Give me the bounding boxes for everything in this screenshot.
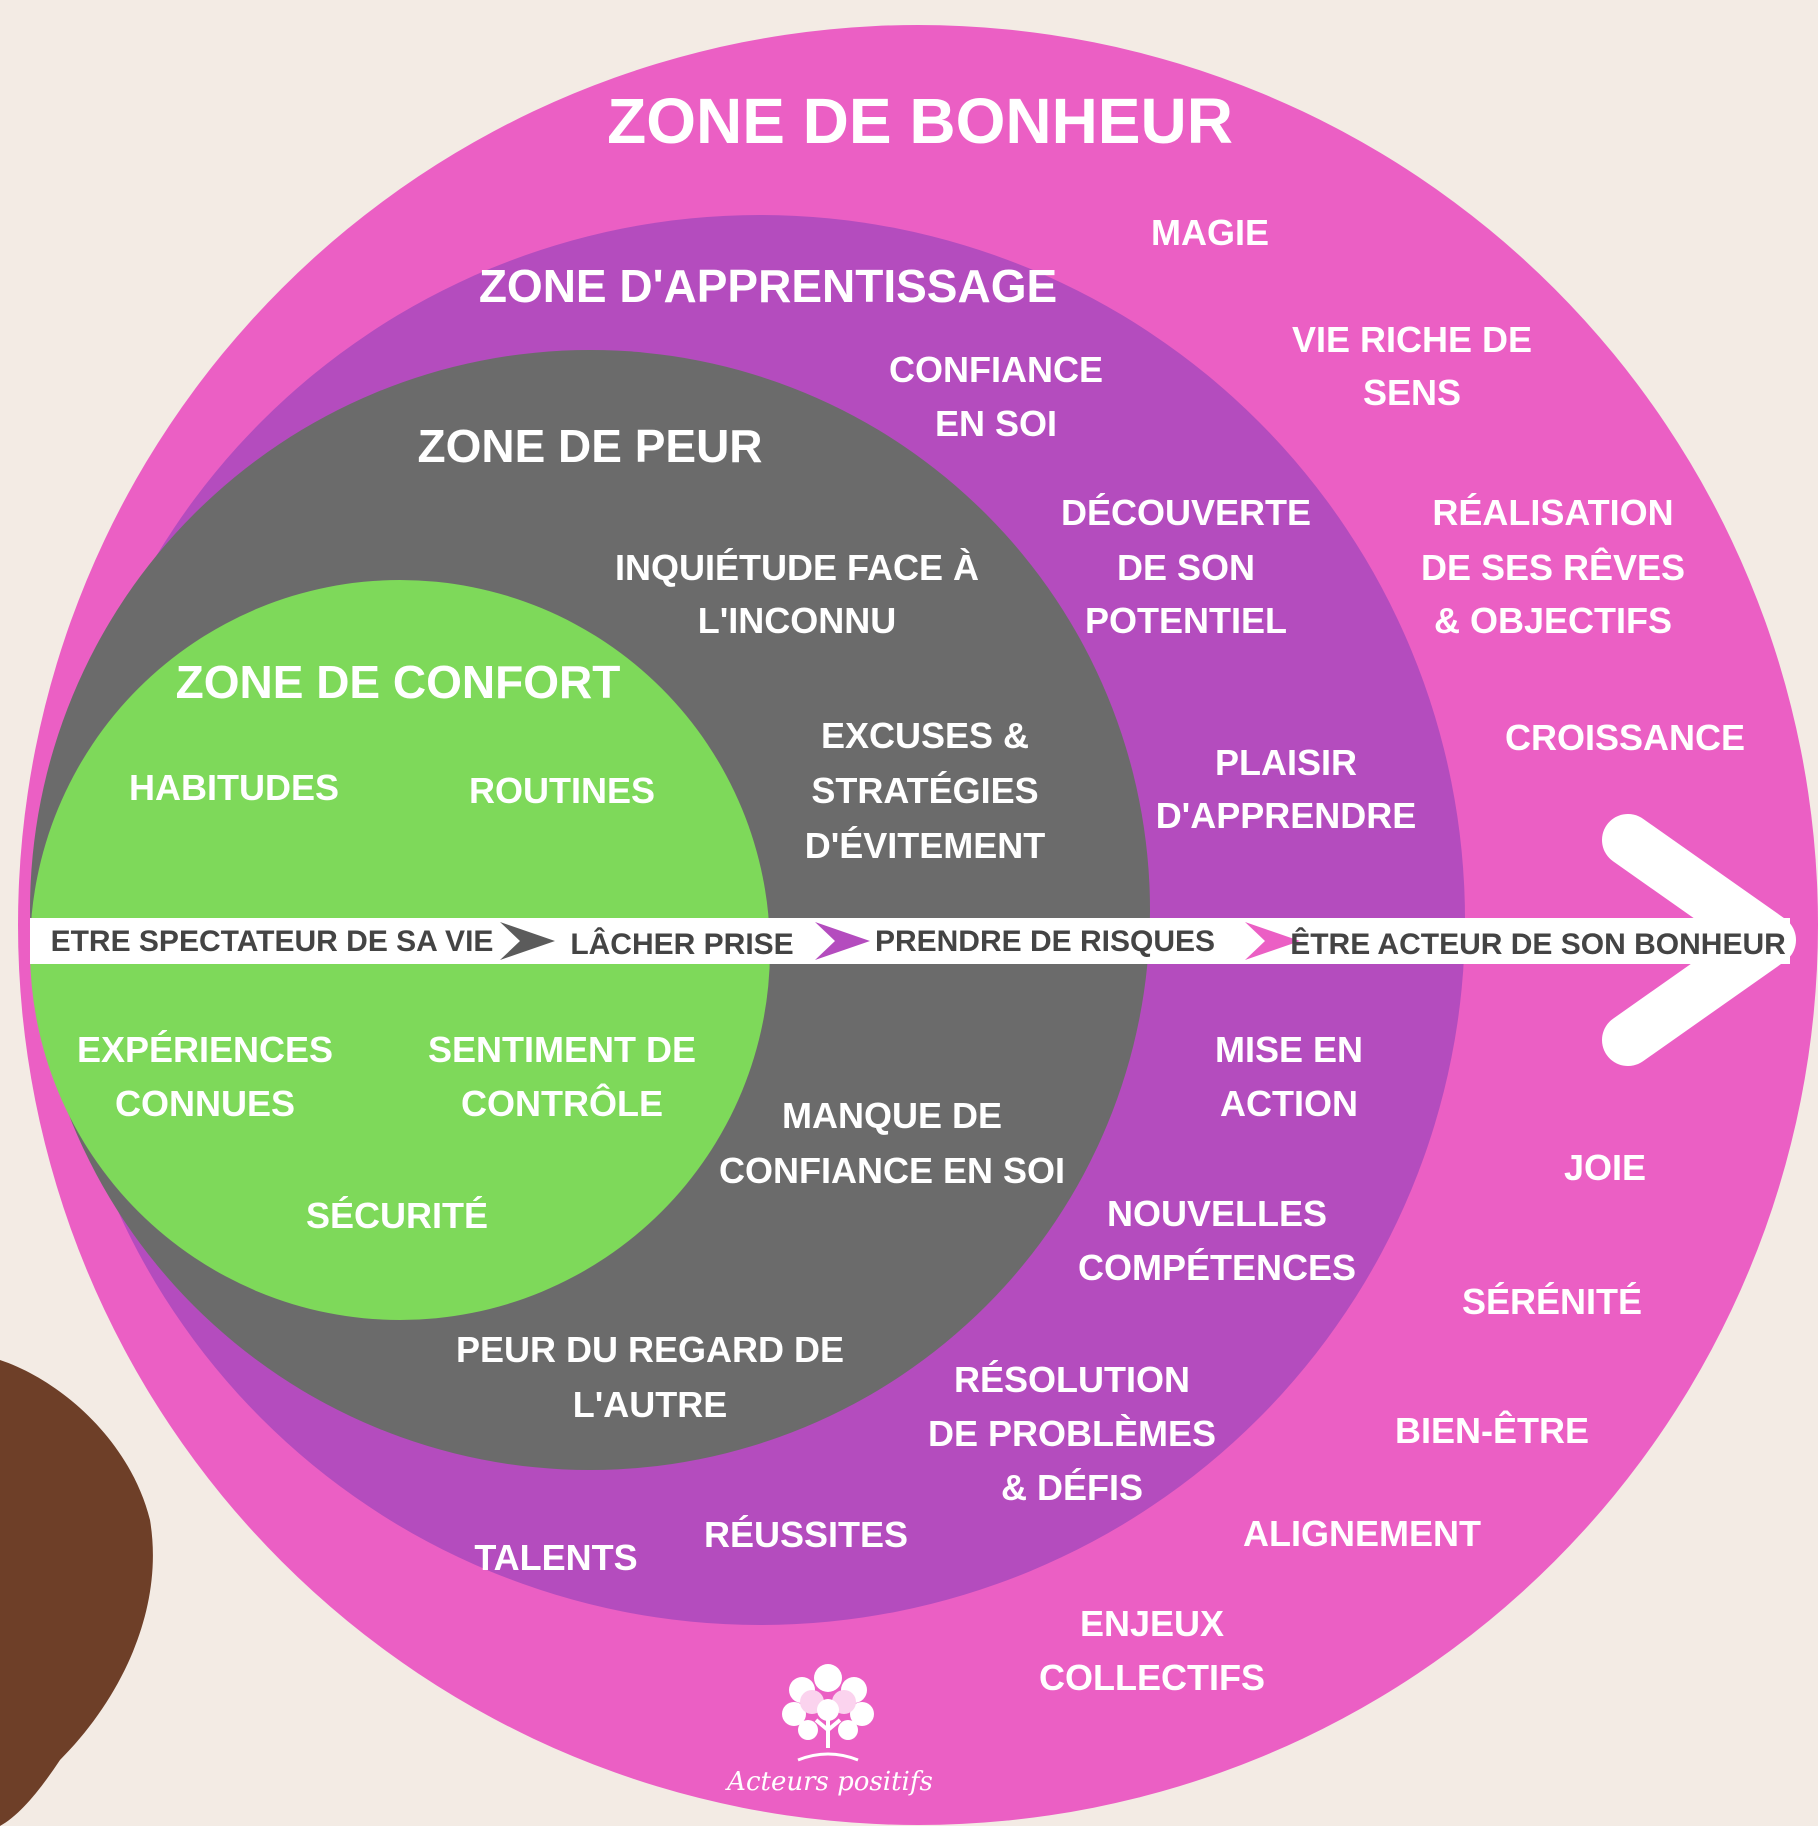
zone-peur-title: ZONE DE PEUR <box>417 420 762 472</box>
bonheur-item: BIEN-ÊTRE <box>1395 1409 1589 1451</box>
apprentissage-item: POTENTIEL <box>1085 600 1287 641</box>
apprentissage-item: PLAISIR <box>1215 742 1357 783</box>
arrow-band <box>30 918 1790 964</box>
bonheur-item: & OBJECTIFS <box>1434 600 1672 641</box>
peur-item: D'ÉVITEMENT <box>805 825 1046 866</box>
apprentissage-item: DÉCOUVERTE <box>1061 492 1311 533</box>
arrow-step-4: ÊTRE ACTEUR DE SON BONHEUR <box>1290 927 1786 961</box>
bonheur-item: VIE RICHE DE <box>1292 319 1532 360</box>
peur-item: L'INCONNU <box>698 600 897 641</box>
peur-item: INQUIÉTUDE FACE À <box>615 547 979 588</box>
confort-item: EXPÉRIENCES <box>77 1029 333 1070</box>
apprentissage-item: MISE EN <box>1215 1029 1363 1070</box>
apprentissage-item: TALENTS <box>474 1537 637 1578</box>
bonheur-item: DE SES RÊVES <box>1421 546 1685 588</box>
bonheur-item: JOIE <box>1564 1147 1646 1188</box>
apprentissage-item: D'APPRENDRE <box>1156 795 1417 836</box>
confort-item: SENTIMENT DE <box>428 1029 696 1070</box>
photo-fragment <box>0 1360 153 1826</box>
bonheur-item: SENS <box>1363 372 1461 413</box>
bonheur-item: MAGIE <box>1151 212 1269 253</box>
apprentissage-item: NOUVELLES <box>1107 1193 1327 1234</box>
apprentissage-item: EN SOI <box>935 403 1057 444</box>
apprentissage-item: CONFIANCE <box>889 349 1103 390</box>
zone-apprentissage-title: ZONE D'APPRENTISSAGE <box>479 260 1057 312</box>
confort-item: SÉCURITÉ <box>306 1195 488 1236</box>
apprentissage-item: & DÉFIS <box>1001 1467 1143 1508</box>
bonheur-item: RÉALISATION <box>1432 492 1673 533</box>
peur-item: PEUR DU REGARD DE <box>456 1329 844 1370</box>
apprentissage-item: RÉUSSITES <box>704 1514 908 1555</box>
confort-item: HABITUDES <box>129 767 339 808</box>
chevron-2-icon <box>815 922 870 960</box>
apprentissage-item: DE PROBLÈMES <box>928 1413 1216 1454</box>
peur-item: L'AUTRE <box>573 1384 728 1425</box>
apprentissage-item: ACTION <box>1220 1083 1358 1124</box>
peur-item: EXCUSES & <box>821 715 1029 756</box>
tree-icon <box>782 1664 874 1762</box>
logo-text: Acteurs positifs <box>725 1767 933 1797</box>
chevron-1-icon <box>500 922 555 960</box>
confort-item: CONTRÔLE <box>461 1082 663 1124</box>
bonheur-item: ALIGNEMENT <box>1243 1513 1481 1554</box>
apprentissage-item: DE SON <box>1117 547 1255 588</box>
arrow-step-1: ETRE SPECTATEUR DE SA VIE <box>51 925 494 958</box>
peur-item: MANQUE DE <box>782 1095 1002 1136</box>
peur-item: STRATÉGIES <box>811 770 1038 811</box>
arrow-step-3: PRENDRE DE RISQUES <box>875 925 1215 958</box>
bonheur-item: COLLECTIFS <box>1039 1657 1265 1698</box>
apprentissage-item: RÉSOLUTION <box>954 1359 1190 1400</box>
chevron-3-icon <box>1245 922 1300 960</box>
confort-item: ROUTINES <box>469 770 655 811</box>
zone-bonheur-title: ZONE DE BONHEUR <box>607 85 1233 157</box>
peur-item: CONFIANCE EN SOI <box>719 1150 1065 1191</box>
confort-item: CONNUES <box>115 1083 295 1124</box>
arrow-step-2: LÂCHER PRISE <box>570 927 793 961</box>
bonheur-item: ENJEUX <box>1080 1603 1224 1644</box>
bonheur-item: CROISSANCE <box>1505 717 1745 758</box>
bonheur-item: SÉRÉNITÉ <box>1462 1281 1642 1322</box>
zone-confort-title: ZONE DE CONFORT <box>176 656 621 708</box>
apprentissage-item: COMPÉTENCES <box>1078 1247 1356 1288</box>
